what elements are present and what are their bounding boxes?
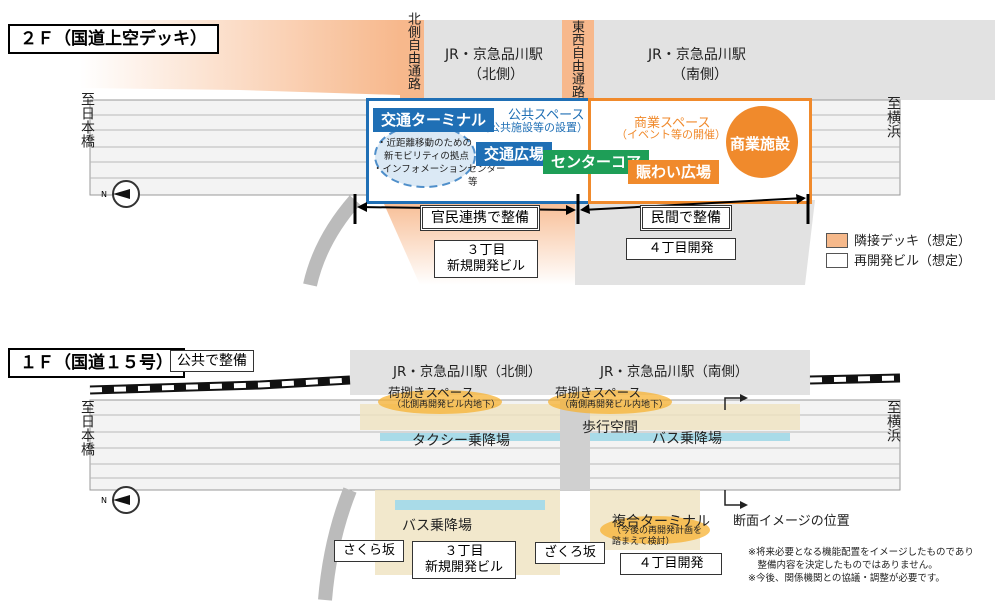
composite-sub: （今後の再開発計画を踏まえて検討） <box>612 526 703 547</box>
loading-south: 荷捌きスペース <box>555 385 642 400</box>
dir-right-upper: 至横浜 <box>885 96 901 138</box>
block4-lower: ４丁目開発 <box>620 553 722 575</box>
lower-map <box>89 350 901 601</box>
range-arrows <box>353 194 810 224</box>
loading-north-sub: （北側再開発ビル内地下） <box>392 400 501 410</box>
floor-title-2f: ２Ｆ（国道上空デッキ） <box>8 24 219 54</box>
commercial-space-sub: （イベント等の開催） <box>616 128 726 141</box>
side-road <box>303 195 361 287</box>
transport-plaza-label: 交通広場 <box>476 142 553 166</box>
loading-south-sub: （南側再開発ビル内地下） <box>560 400 669 410</box>
dir-right-lower: 至横浜 <box>885 400 901 442</box>
compass-icon-lower: N <box>101 486 140 514</box>
loading-north: 荷捌きスペース <box>388 385 475 400</box>
bus-top-label: バス乗降場 <box>652 431 722 447</box>
north-road-label: 北側自由通路 <box>405 12 420 90</box>
floor-badge: 公共で整備 <box>170 350 254 372</box>
composite-terminal-label: 複合ターミナル <box>612 514 710 530</box>
section-image-label: 断面イメージの位置 <box>733 514 850 529</box>
station-north-sub: （北側） <box>468 67 524 83</box>
commercial-circle <box>726 106 798 178</box>
svg-text:N: N <box>101 190 107 199</box>
legend-deck: 隣接デッキ（想定） <box>854 234 972 249</box>
legend-building-swatch <box>826 253 848 268</box>
block3-upper: ３丁目 新規開発ビル <box>434 240 538 278</box>
block3-lower: ３丁目 新規開発ビル <box>412 541 516 579</box>
terminal-note-2: 新モビリティの拠点 <box>384 151 469 162</box>
public-space-sub: （公共施設等の設置） <box>478 121 588 134</box>
private-label: 民間で整備 <box>640 205 732 231</box>
sakuro-label: ざくろ坂 <box>535 542 606 564</box>
taxi-label: タクシー乗降場 <box>412 433 510 449</box>
station-south-sub: （南側） <box>672 67 728 83</box>
block4-upper: ４丁目開発 <box>626 238 736 260</box>
station-north-label: JR・京急品川駅 <box>445 47 543 63</box>
dir-left-upper: 至日本橋 <box>79 92 95 148</box>
station-south-lower: JR・京急品川駅（南側） <box>600 364 749 380</box>
note-2: 整備内容を決定したものではありません。 <box>748 560 938 571</box>
legend-building: 再開発ビル（想定） <box>854 254 972 269</box>
commercial-space-label: 商業スペース <box>634 116 711 131</box>
terminal-zone <box>374 124 476 188</box>
commercial-facility-label: 商業施設 <box>730 135 791 153</box>
station-south-label: JR・京急品川駅 <box>648 47 746 63</box>
center-core-label: センターコア <box>543 150 650 174</box>
public-private-label: 官民連携で整備 <box>420 205 540 231</box>
terminal-etc: 等 <box>468 177 478 188</box>
dir-left-lower: 至日本橋 <box>79 400 95 456</box>
walkway-label: 歩行空間 <box>582 420 638 436</box>
lively-plaza-label: 賑わい広場 <box>628 160 720 184</box>
east-west-road-strip <box>562 20 594 100</box>
east-west-road-label: 東西自由通路 <box>569 20 584 98</box>
svg-text:N: N <box>101 496 107 505</box>
terminal-note-3: ・インフォメーションセンター <box>373 164 506 175</box>
transport-terminal-label: 交通ターミナル <box>373 108 495 132</box>
floor-title-1f: １Ｆ（国道１５号） <box>8 348 185 378</box>
compass-icon: N <box>101 180 140 208</box>
legend-deck-swatch <box>826 233 848 248</box>
public-space-label: 公共スペース <box>508 108 585 123</box>
station-north-lower: JR・京急品川駅（北側） <box>393 364 542 380</box>
bus-bottom-label: バス乗降場 <box>402 518 472 534</box>
note-1: ※将来必要となる機能配置をイメージしたものであり <box>748 547 974 558</box>
north-road-strip <box>400 20 424 100</box>
terminal-note-1: ・近距離移動のための <box>377 138 473 149</box>
note-3: ※今後、関係機関との協議・調整が必要です。 <box>748 573 945 584</box>
sakura-label: さくら坂 <box>334 540 405 562</box>
